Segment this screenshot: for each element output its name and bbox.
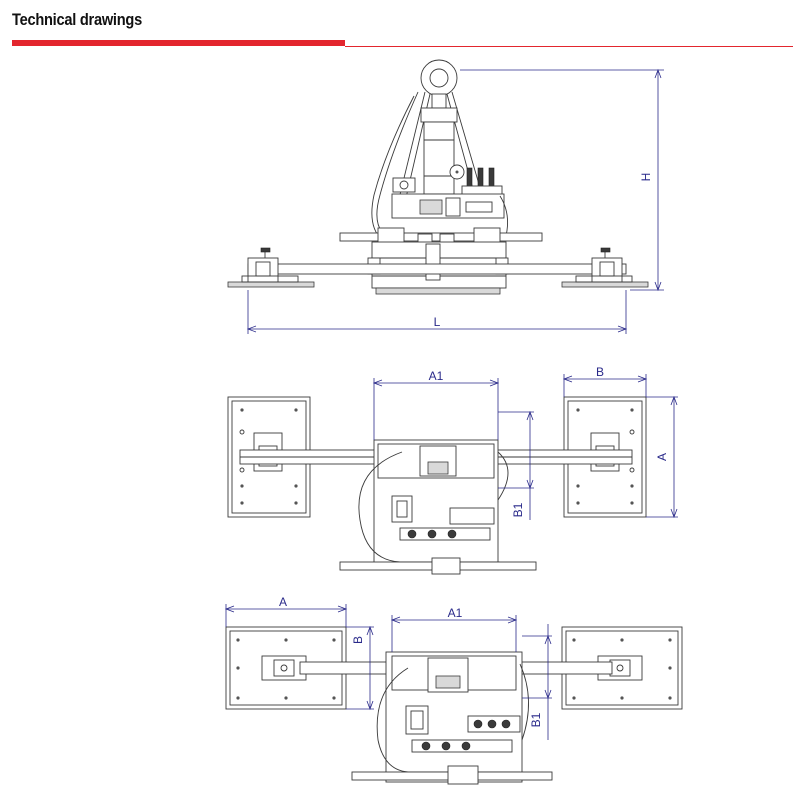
page-title: Technical drawings	[12, 10, 142, 29]
dimension-l-label: L	[434, 315, 441, 329]
title-accent-bar	[12, 40, 345, 46]
top-view-horizontal-pads: A B A1 B1	[224, 595, 683, 785]
dimension-b1-label-bottom: B1	[529, 712, 543, 727]
dimension-a1-label-top: A1	[429, 369, 444, 383]
top-view-vertical-pads: A1 B A B1	[227, 365, 678, 575]
dimension-a-label-bottom: A	[279, 595, 287, 609]
front-view: H L	[227, 59, 664, 334]
title-underline	[345, 46, 793, 47]
dimension-h-label: H	[639, 173, 653, 182]
dimension-a-label-top: A	[655, 453, 669, 461]
dimension-a1-label-bottom: A1	[448, 606, 463, 620]
dimension-b1-label-top: B1	[511, 502, 525, 517]
dimension-b-label-bottom: B	[351, 636, 365, 644]
dimension-b-label-top: B	[596, 365, 604, 379]
